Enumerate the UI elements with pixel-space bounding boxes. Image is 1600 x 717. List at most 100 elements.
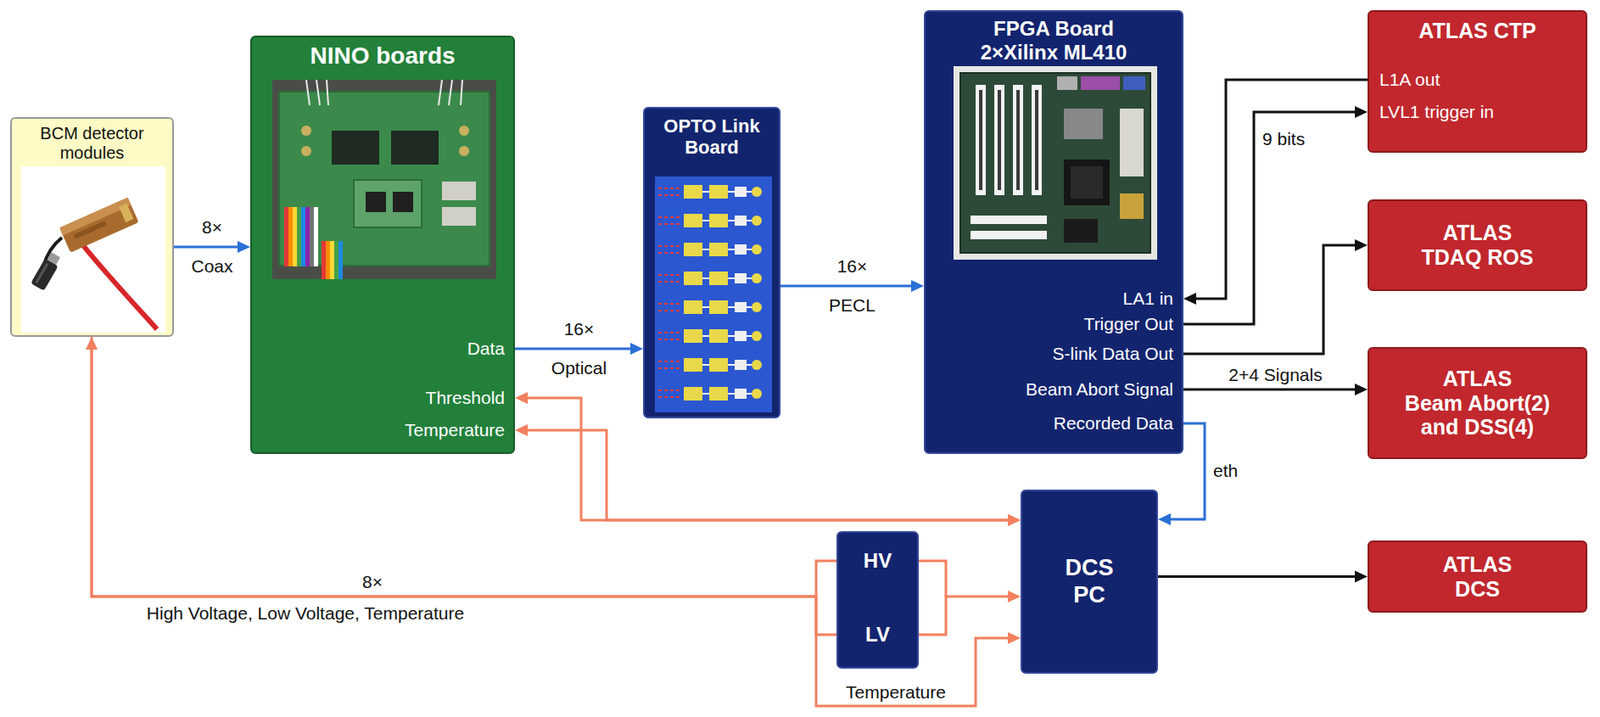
pci-slots <box>1012 84 1024 196</box>
diamond-module <box>118 203 134 223</box>
label-slot: Temperature <box>845 682 946 703</box>
port-label: LVL1 trigger in <box>1379 101 1494 123</box>
board-photo <box>272 79 497 280</box>
label-slot: 2+4 Signals <box>1228 364 1322 386</box>
box-title: DCS PC <box>1064 554 1114 608</box>
chips <box>365 191 387 213</box>
chips <box>391 130 439 165</box>
arrow-head <box>1354 106 1368 118</box>
connector-label: 2+4 Signals <box>1228 364 1322 386</box>
ribbon-cable <box>338 240 343 280</box>
system-box: ATLAS DCS <box>1367 540 1588 613</box>
board-schematic <box>658 213 762 228</box>
board-box: OPTO Link Board <box>643 106 781 419</box>
text-slot: Trigger Out <box>1084 313 1174 335</box>
chips <box>458 125 470 136</box>
board-box: NINO boardsDataThresholdTemperature <box>250 35 515 454</box>
rear-ports <box>1080 76 1120 90</box>
ribbon-cable <box>330 240 335 280</box>
connector <box>1183 239 1368 354</box>
arrow-head <box>1007 514 1021 526</box>
chips <box>353 179 422 228</box>
ribbon-cable <box>305 206 310 267</box>
box-title: ATLAS CTP <box>1377 18 1578 44</box>
port-label: Temperature <box>404 419 505 441</box>
arrow-head <box>1354 383 1368 396</box>
connector-label: 9 bits <box>1262 128 1305 150</box>
chips <box>458 145 470 157</box>
ribbon-cable <box>313 206 319 267</box>
text-slot: HV <box>841 548 914 573</box>
connector <box>1183 79 1368 305</box>
board-box: FPGA Board 2×Xilinx ML410LA1 in Trigger O… <box>923 10 1184 454</box>
connector <box>918 560 1021 635</box>
supply-label: HV <box>841 548 914 573</box>
rear-ports <box>1057 76 1146 90</box>
text-slot: LVL1 trigger in <box>1379 101 1494 123</box>
pci-slots <box>994 84 1005 196</box>
text-slot: Temperature <box>404 419 505 441</box>
box-title: ATLAS <box>1443 366 1512 392</box>
port-label: Data <box>467 338 505 359</box>
port-label: Recorded Data <box>1053 413 1174 434</box>
chips <box>970 108 1144 243</box>
connector <box>173 240 251 253</box>
chips <box>1119 193 1144 219</box>
wire-note: High Voltage, Low Voltage, Temperature <box>146 603 465 624</box>
connector-line <box>514 347 635 351</box>
text-stack: ATLASBeam Abort(2) and DSS(4) <box>1369 348 1586 458</box>
arrow-head <box>1158 513 1171 526</box>
arrow-head <box>514 391 528 404</box>
motherboard <box>960 72 1151 253</box>
connector-line <box>780 285 916 288</box>
box-title: FPGA Board 2×Xilinx ML410 <box>958 16 1150 64</box>
label-slot: 16× PECL <box>828 246 876 325</box>
text-slot: NINO boards <box>260 42 505 70</box>
ribbon-cable <box>296 206 302 267</box>
port-label: Trigger Out <box>1084 313 1174 335</box>
text-slot: Beam Abort Signal <box>1025 379 1174 400</box>
schematic-ground <box>654 176 773 413</box>
port-label: L1A out <box>1379 69 1440 90</box>
chips <box>331 130 380 165</box>
photo-ground <box>953 66 1158 260</box>
pci-slots <box>1031 84 1042 196</box>
connector <box>1183 383 1368 396</box>
photo-ground <box>272 79 497 280</box>
pcb <box>279 91 490 266</box>
label-slot: 9 bits <box>1262 128 1305 150</box>
chips <box>1070 166 1103 199</box>
connector <box>780 279 924 292</box>
ribbon-cable <box>325 240 331 280</box>
label-slot: 8× <box>362 571 383 593</box>
connector-line <box>816 560 837 597</box>
wires <box>306 79 463 106</box>
arrow-head <box>1007 514 1021 526</box>
port-label: LA1 in <box>1122 288 1174 309</box>
text-stack: ATLASTDAQ ROS <box>1369 201 1586 290</box>
chips <box>1063 108 1103 140</box>
arrow-head <box>237 240 251 253</box>
ribbon-cable <box>321 240 326 280</box>
text-stack: ATLAS DCS <box>1369 542 1586 611</box>
box-title: TDAQ ROS <box>1421 245 1534 270</box>
board-schematic <box>658 358 762 372</box>
connector-line <box>91 336 1013 706</box>
ribbon-cable <box>288 206 293 267</box>
connector <box>1158 570 1368 583</box>
text-slot: L1A out <box>1379 69 1440 90</box>
ribbon-cable <box>284 206 343 280</box>
pci-slots <box>975 84 1042 196</box>
wires <box>306 79 463 106</box>
port-label: Beam Abort Signal <box>1025 379 1174 400</box>
text-slot: S-link Data Out <box>1052 343 1174 364</box>
computer-box: DCS PC <box>1020 489 1159 674</box>
board-photo <box>953 66 1158 260</box>
chips <box>392 191 414 213</box>
text-slot: Threshold <box>425 387 505 409</box>
board-schematic <box>658 242 762 257</box>
connector-label: eth <box>1213 460 1238 482</box>
text-slot: ATLAS CTP <box>1377 18 1578 44</box>
chips <box>301 125 312 136</box>
box-title: OPTO Link Board <box>649 115 774 159</box>
